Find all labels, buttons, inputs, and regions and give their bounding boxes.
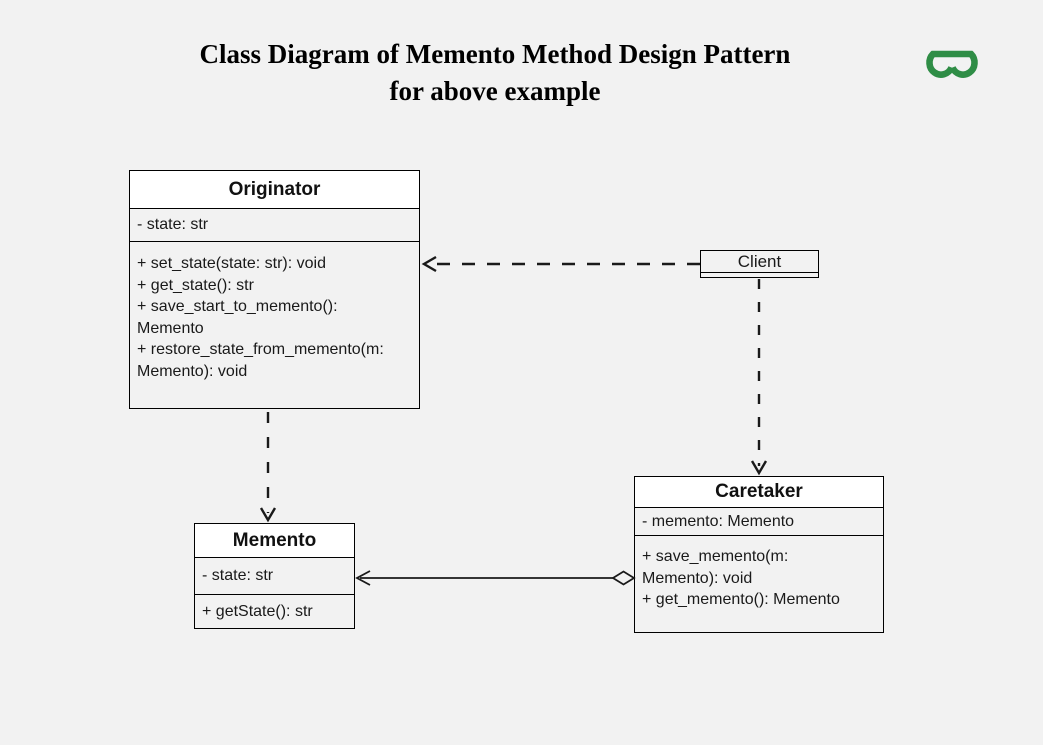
dependency-client-to-originator (421, 255, 700, 273)
open-arrowhead-icon (259, 507, 277, 523)
page-title: Class Diagram of Memento Method Design P… (115, 36, 875, 110)
method-line: + restore_state_from_memento(m: (137, 341, 384, 358)
open-arrowhead-icon (750, 460, 768, 476)
originator-methods: + set_state(state: str): void + get_stat… (130, 242, 419, 408)
method-line: + save_start_to_memento(): (137, 298, 338, 315)
method-line: Memento (137, 319, 204, 337)
class-box-originator: Originator - state: str + set_state(stat… (129, 170, 420, 409)
page-title-line1: Class Diagram of Memento Method Design P… (199, 39, 791, 69)
client-empty-compartment (701, 273, 818, 277)
dependency-originator-to-memento (259, 412, 277, 523)
page-title-line2: for above example (389, 76, 601, 106)
class-name-originator: Originator (130, 171, 419, 209)
class-name-caretaker: Caretaker (635, 477, 883, 508)
method-line: + get_state(): str (137, 276, 254, 294)
method-line: Memento): void (137, 362, 248, 380)
method-line: + get_memento(): Memento (642, 591, 840, 608)
class-name-memento: Memento (195, 524, 354, 558)
geeksforgeeks-logo-icon (926, 50, 978, 78)
memento-methods: + getState(): str (195, 595, 354, 628)
method-line: Memento): void (642, 569, 753, 587)
aggregation-diamond-icon (611, 570, 636, 586)
memento-attribute: - state: str (195, 558, 354, 595)
method-line: + set_state(state: str): void (137, 255, 326, 272)
method-line: + getState(): str (202, 602, 313, 620)
class-box-memento: Memento - state: str + getState(): str (194, 523, 355, 629)
aggregation-caretaker-to-memento (355, 570, 636, 586)
class-box-client: Client (700, 250, 819, 278)
class-box-caretaker: Caretaker - memento: Memento + save_meme… (634, 476, 884, 633)
caretaker-attribute: - memento: Memento (635, 508, 883, 536)
caretaker-methods: + save_memento(m: Memento): void + get_m… (635, 536, 883, 632)
method-line: + save_memento(m: (642, 548, 789, 565)
class-name-client: Client (701, 251, 818, 273)
dependency-client-to-caretaker (750, 279, 768, 476)
open-arrowhead-icon (355, 570, 371, 586)
originator-attribute: - state: str (130, 209, 419, 242)
open-arrowhead-icon (421, 255, 437, 273)
